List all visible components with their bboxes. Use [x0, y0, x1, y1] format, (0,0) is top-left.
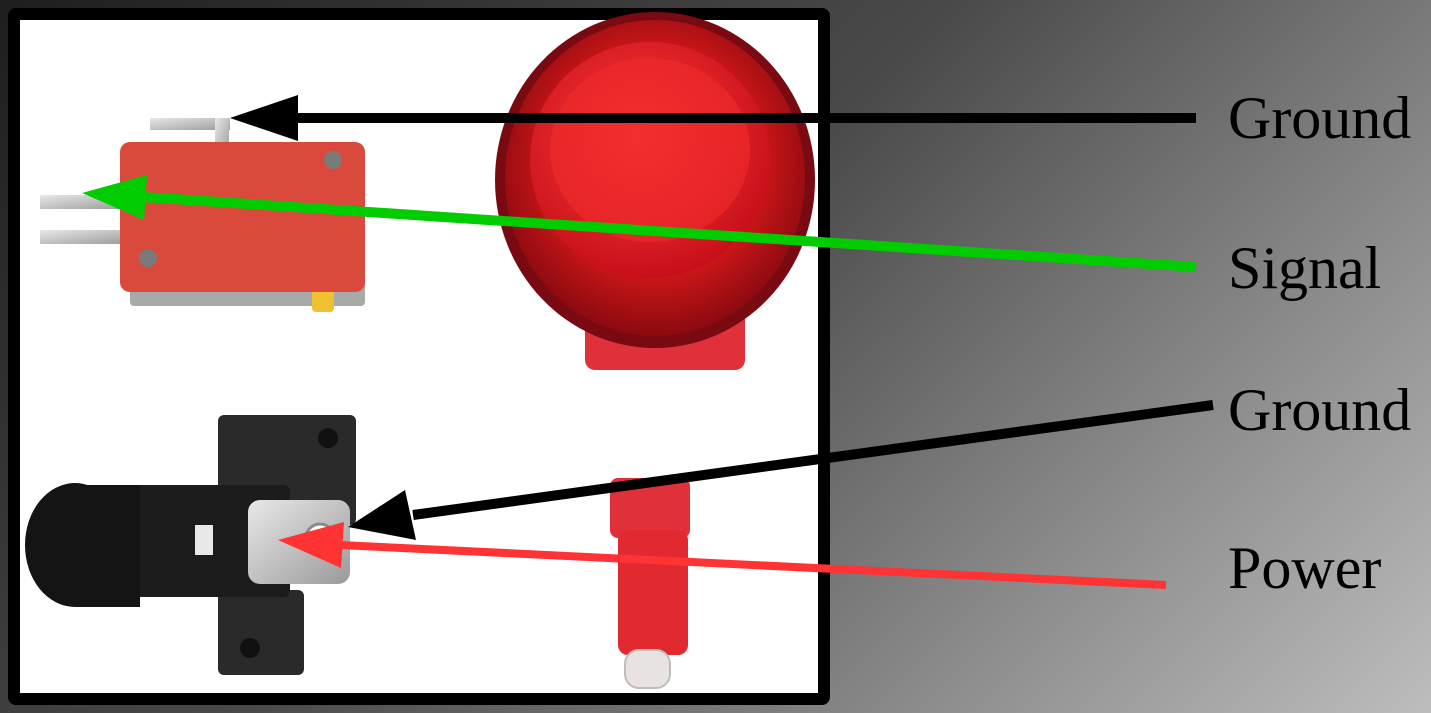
power-label: Power [1228, 535, 1382, 601]
microswitch-icon [40, 118, 365, 312]
signal-label: Signal [1228, 235, 1382, 301]
signal-arrow [82, 175, 1197, 272]
ground-arrow-bottom [348, 400, 1214, 540]
ground-top-label: Ground [1228, 85, 1412, 151]
ground-arrow-top [230, 95, 1196, 141]
led-bulb-icon [610, 478, 690, 689]
arcade-button-icon [495, 12, 815, 370]
power-arrow [278, 522, 1167, 589]
lamp-holder-icon [25, 415, 356, 675]
ground-bottom-label: Ground [1228, 377, 1412, 443]
